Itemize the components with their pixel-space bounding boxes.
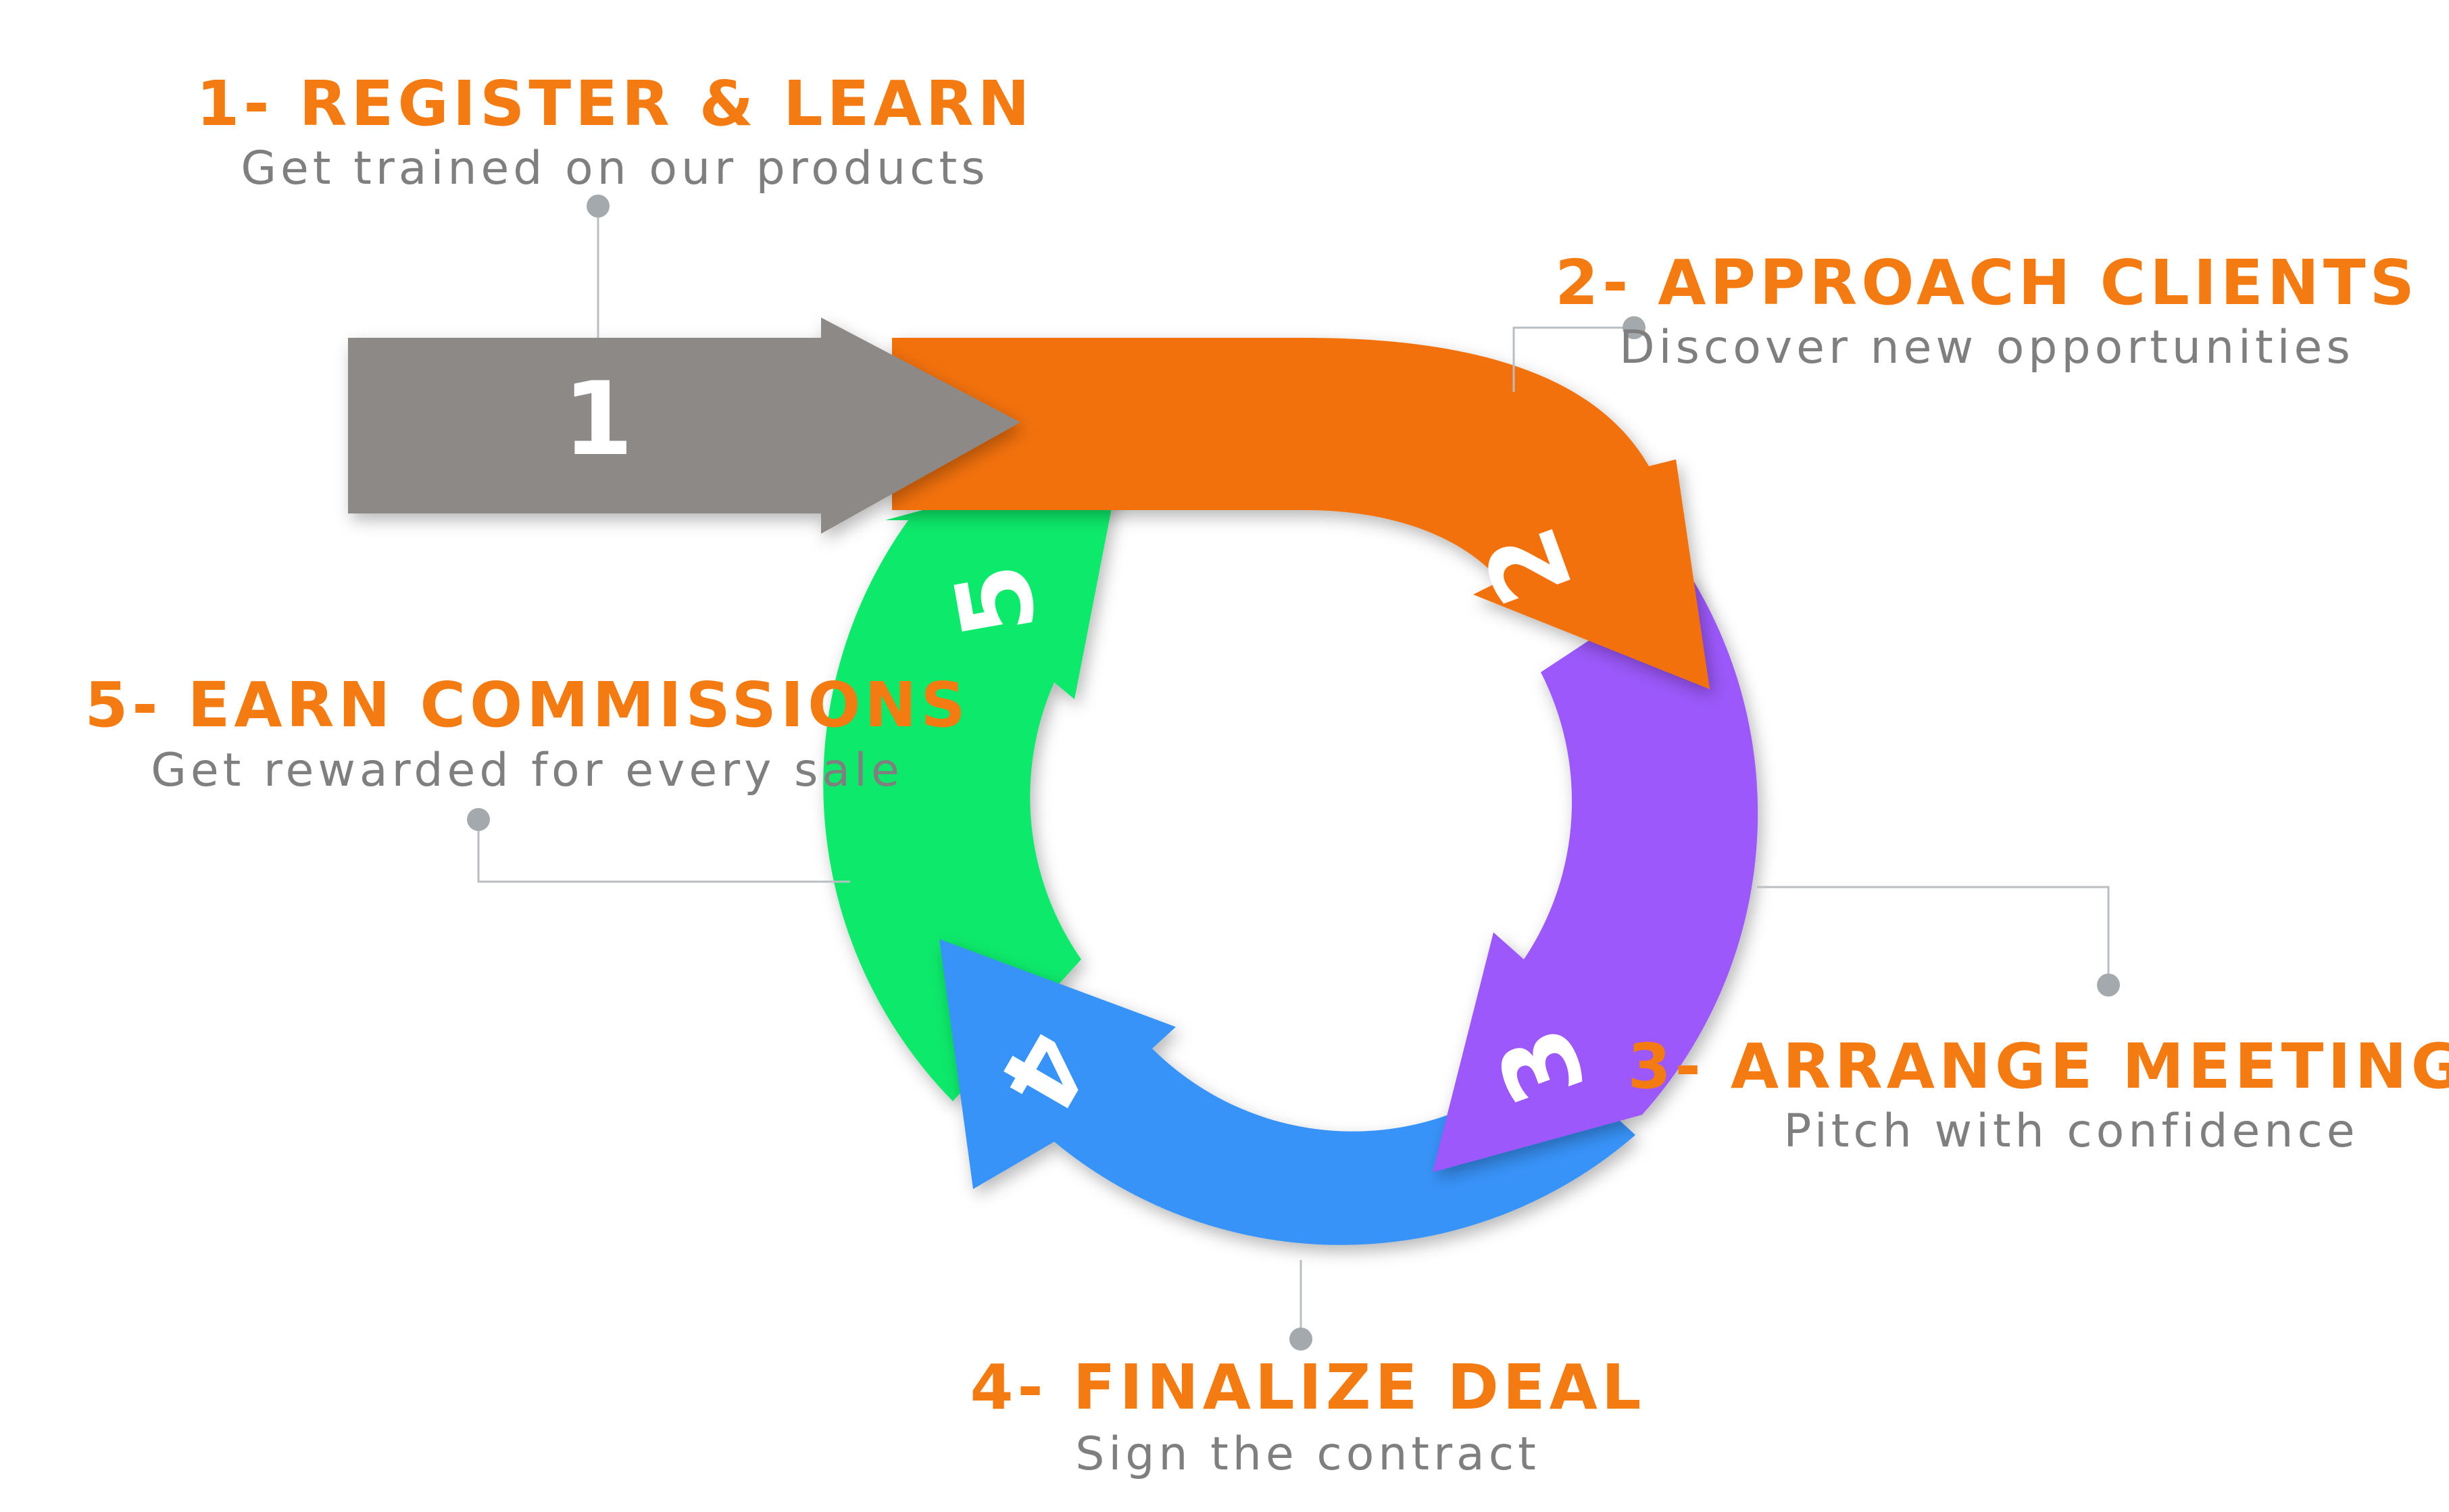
- step-1-number: 1: [563, 361, 633, 478]
- step-2-arrow: [892, 338, 1710, 689]
- step-1-title: 1- REGISTER & LEARN: [196, 68, 1033, 140]
- step-4-description: Sign the contract: [1075, 1428, 1540, 1481]
- step-5-arrow: [823, 456, 1122, 1101]
- step-1-connector-dot: [587, 195, 610, 218]
- step-5-connector: [477, 821, 850, 883]
- step-3-title: 3- ARRANGE MEETINGS: [1628, 1030, 2449, 1103]
- step-4-arrow: [939, 939, 1635, 1245]
- step-5-connector-dot: [467, 808, 490, 831]
- step-2-title: 2- APPROACH CLIENTS: [1555, 247, 2419, 319]
- step-2-connector: [1512, 326, 1625, 392]
- step-3-description: Pitch with confidence: [1783, 1105, 2358, 1158]
- step-1-description: Get trained on our products: [241, 142, 989, 195]
- step-5-description: Get rewarded for every sale: [151, 744, 904, 797]
- step-1-arrow: [348, 318, 1020, 534]
- step-4-title: 4- FINALIZE DEAL: [970, 1351, 1646, 1423]
- step-3-arrow: [1433, 574, 1758, 1172]
- step-4-connector-dot: [1289, 1328, 1312, 1351]
- step-5-title: 5- EARN COMMISSIONS: [84, 669, 969, 741]
- step-3-connector: [1757, 886, 2110, 983]
- step-3-connector-dot: [2097, 974, 2120, 997]
- step-2-description: Discover new opportunities: [1619, 321, 2354, 374]
- step-2-connector-dot: [1623, 316, 1646, 339]
